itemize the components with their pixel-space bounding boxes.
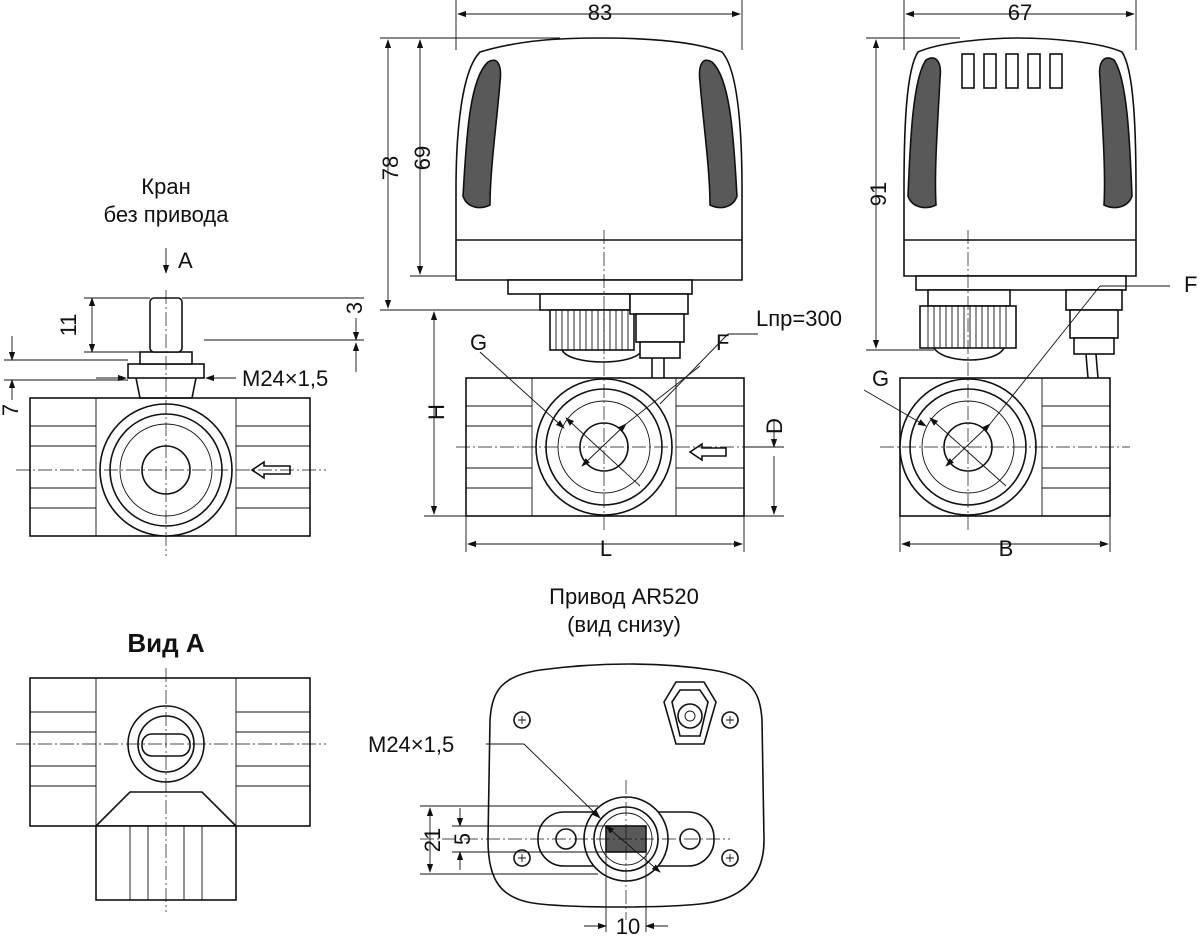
label-l: L <box>600 536 612 561</box>
dim-actuator-width: 83 <box>588 0 612 25</box>
dim-top-gap: 3 <box>342 302 367 314</box>
label-d: D <box>762 418 787 434</box>
dim-10: 10 <box>616 914 640 937</box>
actuator-bottom-view: Привод AR520 (вид снизу) <box>368 584 765 937</box>
actuator-cover-side <box>903 37 1137 277</box>
dim-cover-height: 69 <box>410 146 435 170</box>
screw-icon <box>721 711 739 729</box>
dim-stem-height: 11 <box>56 314 81 337</box>
label-f-front: F <box>716 330 729 355</box>
dim-total-height: 78 <box>378 156 403 180</box>
valve-title-line1: Кран <box>141 174 190 199</box>
cable-gland-hex <box>663 681 717 745</box>
actuator-cover <box>455 37 743 281</box>
actuator-title-line2: (вид снизу) <box>567 612 681 637</box>
valve-without-actuator-view: Кран без привода A <box>0 174 367 556</box>
actuator-grip-right-side <box>1098 57 1133 209</box>
dim-21: 21 <box>420 828 445 852</box>
side-view-with-actuator: G F 67 91 B <box>863 0 1197 561</box>
nut-knurl-side <box>927 306 1007 348</box>
actuator-title-line1: Привод AR520 <box>549 584 699 609</box>
valve-title-line2: без привода <box>103 202 229 227</box>
front-view-with-actuator: G F Lпр=300 83 78 69 H D L <box>378 0 842 561</box>
label-g-side: G <box>872 366 889 391</box>
view-a: Вид A <box>16 628 326 912</box>
dim-flange-height: 7 <box>0 404 23 416</box>
vent-slots <box>961 53 1063 89</box>
dim-5: 5 <box>450 833 475 845</box>
cable-length-label: Lпр=300 <box>756 306 842 331</box>
flow-direction-icon <box>688 442 727 462</box>
actuator-grip-left-side <box>907 57 942 209</box>
label-f-side: F <box>1184 272 1197 297</box>
label-b: B <box>999 536 1014 561</box>
view-a-arrow-label: A <box>178 248 193 273</box>
cable-gland <box>629 293 689 315</box>
dim-side-width: 67 <box>1008 0 1032 25</box>
actuator-grip-left <box>462 59 502 209</box>
screw-icon <box>513 711 531 729</box>
screw-icon <box>513 849 531 867</box>
label-g-front: G <box>470 330 487 355</box>
view-a-title: Вид A <box>127 628 204 658</box>
dim-side-height: 91 <box>866 182 891 206</box>
label-h: H <box>424 404 449 420</box>
thread-label: M24×1,5 <box>242 366 328 391</box>
actuator-grip-right <box>698 59 738 209</box>
screw-icon <box>721 849 739 867</box>
thread-label-bottom: M24×1,5 <box>368 732 454 757</box>
